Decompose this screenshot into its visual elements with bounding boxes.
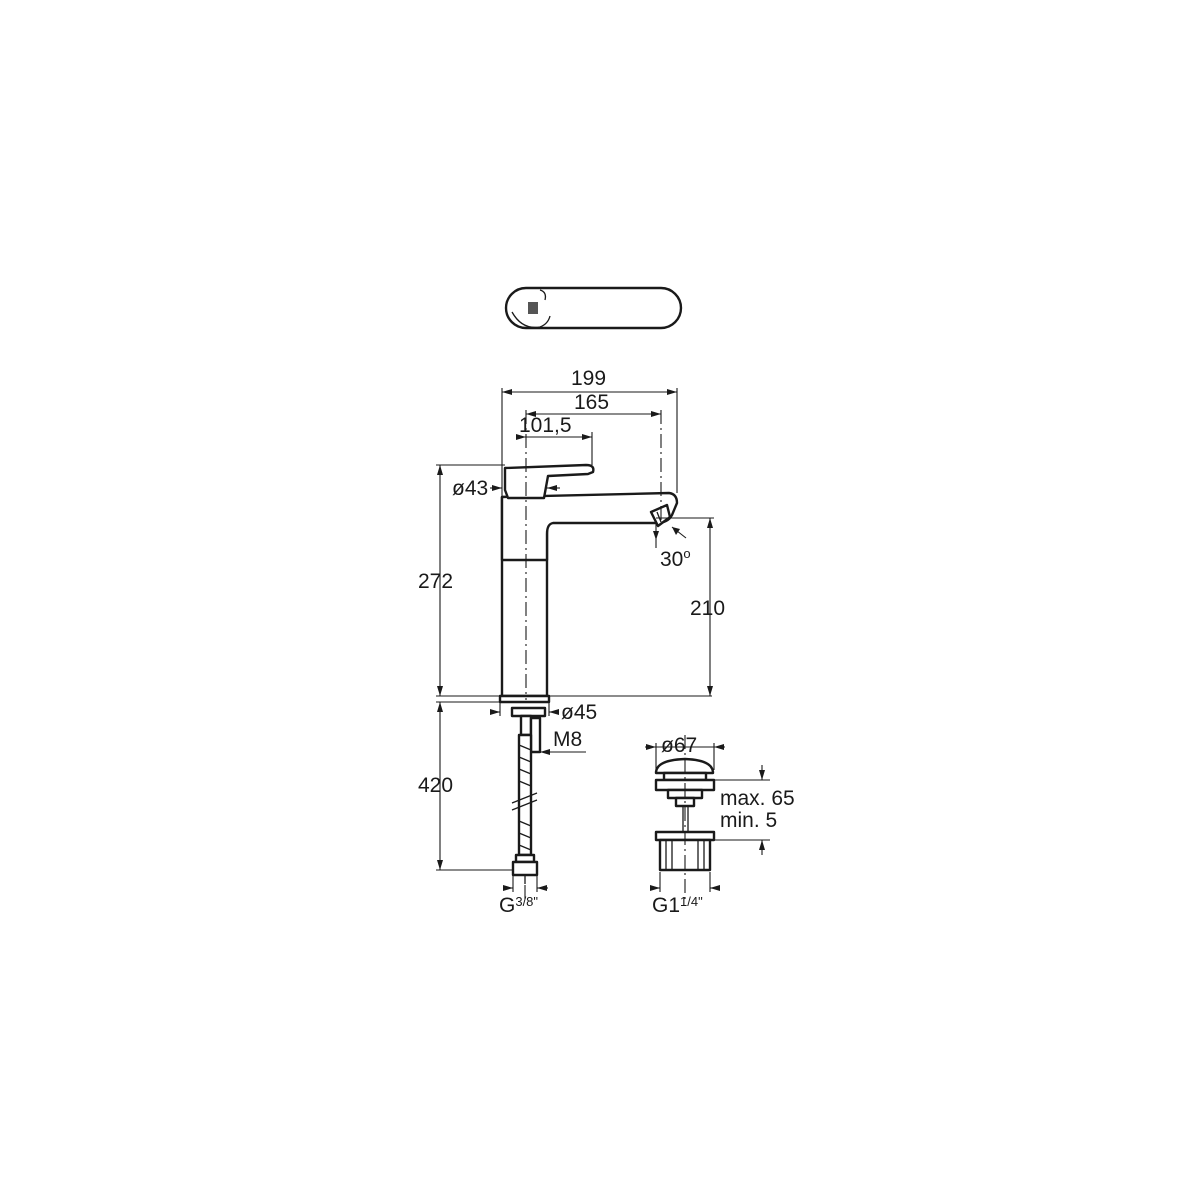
label-waste-min: min. 5 [720,809,777,832]
label-handle-reach: 101,5 [519,414,572,437]
dimension-lines [436,388,770,900]
flexible-hose [511,733,539,884]
arrowheads [437,389,765,891]
label-hose-length: 420 [418,774,453,797]
label-spout-angle: 30o [660,546,691,571]
label-waste-max: max. 65 [720,787,795,810]
label-stud-thread: M8 [553,728,582,751]
label-overall-depth: 199 [571,367,606,390]
label-spout-height: 210 [690,597,725,620]
label-body-diameter: ø43 [452,477,488,500]
label-total-height: 272 [418,570,453,593]
brand-logo [528,302,538,314]
label-base-diameter: ø45 [561,701,597,724]
label-waste-thread: G11/4" [652,894,703,917]
label-hose-thread: G3/8" [499,894,538,917]
tap-side-view [498,463,679,754]
label-waste-diameter: ø67 [661,734,697,757]
dimension-labels: 199 165 101,5 ø43 272 210 30o ø45 M8 420… [418,367,795,917]
label-spout-reach: 165 [574,391,609,414]
handle-top-view [504,286,683,330]
